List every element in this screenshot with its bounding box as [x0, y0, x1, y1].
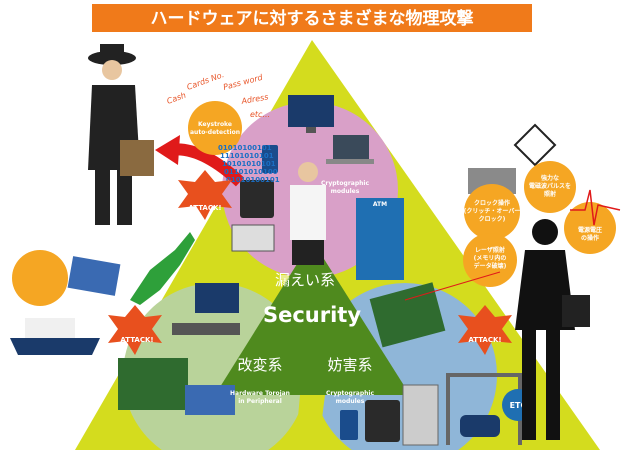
laptop-icon-2: [185, 385, 235, 415]
attack-label-3: ATTACK!: [468, 336, 501, 344]
svg-text:強力な: 強力な: [541, 174, 559, 182]
tablet-icon-2: [365, 400, 400, 442]
trojan-horse-circle: [12, 250, 68, 306]
category-tamper: 改変系: [237, 356, 282, 374]
svg-text:01101010100: 01101010100: [224, 168, 278, 176]
svg-text:(メモリ内の: (メモリ内の: [474, 254, 507, 262]
infected-laptop-icon: [67, 256, 121, 296]
svg-text:照射: 照射: [544, 190, 556, 198]
category-disrupt: 妨害系: [327, 356, 372, 374]
trojan-line1: Hardware Torojan: [230, 390, 290, 397]
attack-emp: 強力な 電磁波パルスを 照射: [524, 161, 576, 213]
svg-text:10101010101: 10101010101: [222, 160, 276, 168]
svg-text:クロック操作: クロック操作: [474, 199, 510, 207]
svg-text:の操作: の操作: [581, 234, 599, 242]
fax-icon: [231, 224, 275, 252]
keystroke-line2: auto-detection: [190, 129, 240, 136]
attack-clock: クロック操作 (クリッチ・オーバー クロック): [464, 184, 521, 240]
laser-beam: [404, 271, 501, 301]
attack-voltage: 電源電圧 の操作: [564, 189, 621, 254]
monitor-icon: [288, 95, 334, 133]
businessman-icon: [290, 162, 326, 265]
svg-text:レーザ照射: レーザ照射: [475, 246, 505, 254]
target-password: Pass word: [222, 73, 264, 92]
page-title: ハードウェアに対するさまざまな物理攻撃: [151, 8, 474, 29]
center-stripe: [295, 395, 325, 450]
crypto-top-line1: Cryptographic: [321, 180, 369, 187]
circuit-board-icon: [118, 358, 188, 410]
spy-figure: [88, 44, 154, 225]
female-attacker-figure: [515, 219, 590, 440]
svg-text:電磁波パルスを: 電磁波パルスを: [529, 182, 571, 190]
cargo-ship-icon: [10, 318, 100, 355]
atm-label: ATM: [373, 201, 387, 208]
japan-map-icon: [130, 232, 195, 305]
attack-burst-right: ATTACK!: [458, 305, 512, 355]
car-icon: [460, 415, 500, 437]
target-cash: Cash: [166, 91, 188, 106]
crypto-top-line2: modules: [331, 188, 360, 195]
target-cards: Cards No.: [186, 70, 226, 92]
category-leak: 漏えい系: [275, 271, 335, 289]
svg-text:(クリッチ・オーバー: (クリッチ・オーバー: [464, 207, 521, 215]
smartphone-icon: [262, 145, 278, 173]
smartphone-icon-2: [340, 410, 358, 440]
printer-icon: [402, 384, 439, 446]
svg-text:電源電圧: 電源電圧: [578, 226, 602, 234]
crypto-bottom-line2: modules: [336, 398, 365, 405]
svg-text:11101010101: 11101010101: [220, 152, 274, 160]
atm-icon: ATM: [356, 198, 404, 280]
keystroke-line1: Keystroke: [198, 121, 232, 128]
red-arrow-head: [155, 135, 180, 165]
antenna-icon: [513, 123, 557, 167]
desktop-pc-icon: [172, 283, 240, 335]
attack-burst-top-left: ATTACK!: [178, 170, 232, 220]
security-label: Security: [263, 303, 361, 327]
tablet-icon: [240, 180, 274, 218]
target-etc: etc...: [250, 110, 270, 119]
svg-text:クロック): クロック): [479, 215, 506, 223]
circuit-board-icon-2: [369, 282, 446, 348]
target-address: Adress: [240, 92, 269, 106]
crypto-bottom-line1: Cryptographic: [326, 390, 374, 397]
svg-text:01010100101: 01010100101: [218, 144, 272, 152]
title-banner: [92, 4, 532, 32]
svg-text:01010100101: 01010100101: [226, 176, 280, 184]
binary-stream: 01010100101 11101010101 10101010101 0110…: [218, 144, 280, 184]
security-triangle: [215, 240, 410, 395]
attack-label-2: ATTACK!: [120, 336, 153, 344]
attack-label-1: ATTACK!: [188, 204, 221, 212]
trojan-line2: in Peripheral: [238, 398, 282, 405]
keystroke-circle: Keystroke auto-detection: [188, 101, 242, 155]
svg-text:データ破壊): データ破壊): [474, 262, 507, 270]
attack-laser: レーザ照射 (メモリ内の データ破壊): [463, 233, 517, 287]
laptop-icon: [326, 135, 374, 164]
attack-burst-left: ATTACK!: [108, 305, 162, 355]
etc-label: ETC: [510, 401, 527, 410]
